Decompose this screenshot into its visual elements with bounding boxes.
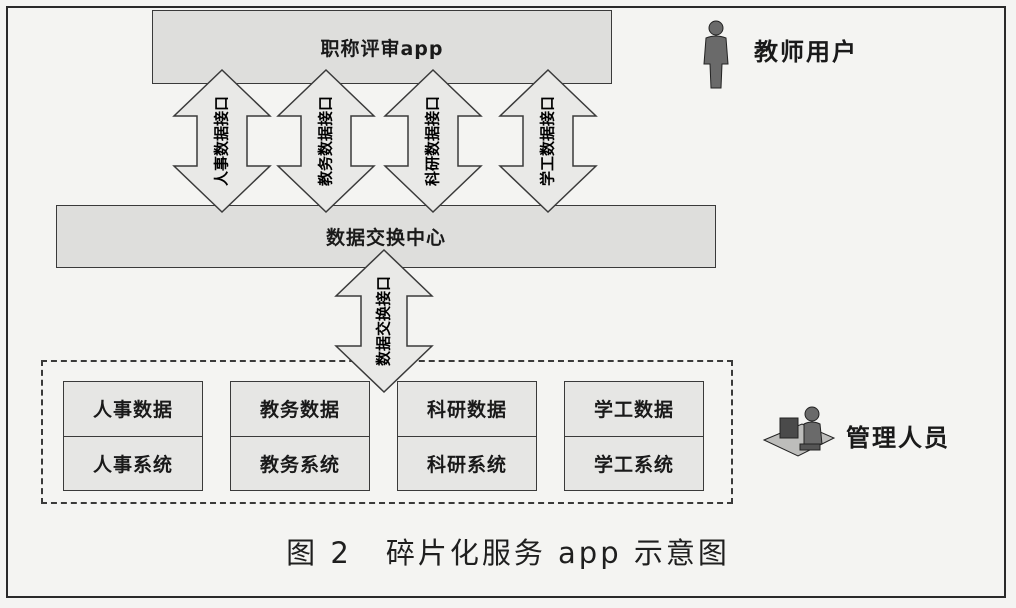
module-hr: 人事数据 人事系统	[63, 381, 203, 491]
research-interface-arrow: 科研数据接口	[383, 68, 483, 214]
app-box: 职称评审app	[152, 10, 612, 84]
student-affairs-interface-arrow: 学工数据接口	[498, 68, 598, 214]
outer-frame	[6, 6, 1006, 598]
teacher-user-label: 教师用户	[754, 38, 858, 66]
exchange-center-label: 数据交换中心	[325, 227, 446, 249]
module-system-label: 人事系统	[92, 453, 173, 476]
module-data-label: 科研数据	[398, 382, 536, 437]
hr-interface-label: 人事数据接口	[213, 96, 231, 186]
module-data-label: 学工数据	[565, 382, 703, 437]
module-system-label: 学工系统	[593, 453, 674, 476]
module-research: 科研数据 科研系统	[397, 381, 537, 491]
app-box-label: 职称评审app	[320, 37, 444, 60]
figure-number: 图 2	[286, 536, 352, 570]
academic-interface-arrow: 教务数据接口	[276, 68, 376, 214]
academic-interface-label: 教务数据接口	[317, 96, 335, 187]
figure-caption: 图 2 碎片化服务 app 示意图	[0, 530, 1016, 572]
exchange-interface-arrow: 数据交换接口	[334, 248, 434, 394]
hr-interface-arrow: 人事数据接口	[172, 68, 272, 214]
module-system-label: 科研系统	[426, 453, 507, 476]
admin-label: 管理人员	[846, 424, 950, 452]
figure-title: 碎片化服务 app 示意图	[385, 536, 730, 570]
standing-person-icon	[703, 20, 729, 89]
module-academic: 教务数据 教务系统	[230, 381, 370, 491]
exchange-interface-label: 数据交换接口	[375, 276, 393, 366]
research-interface-label: 科研数据接口	[424, 96, 442, 186]
module-system-label: 教务系统	[259, 453, 340, 476]
module-data-label: 教务数据	[231, 382, 369, 437]
module-student-affairs: 学工数据 学工系统	[564, 381, 704, 491]
person-at-computer-icon	[762, 406, 836, 457]
module-data-label: 人事数据	[64, 382, 202, 437]
student-affairs-interface-label: 学工数据接口	[539, 96, 557, 186]
